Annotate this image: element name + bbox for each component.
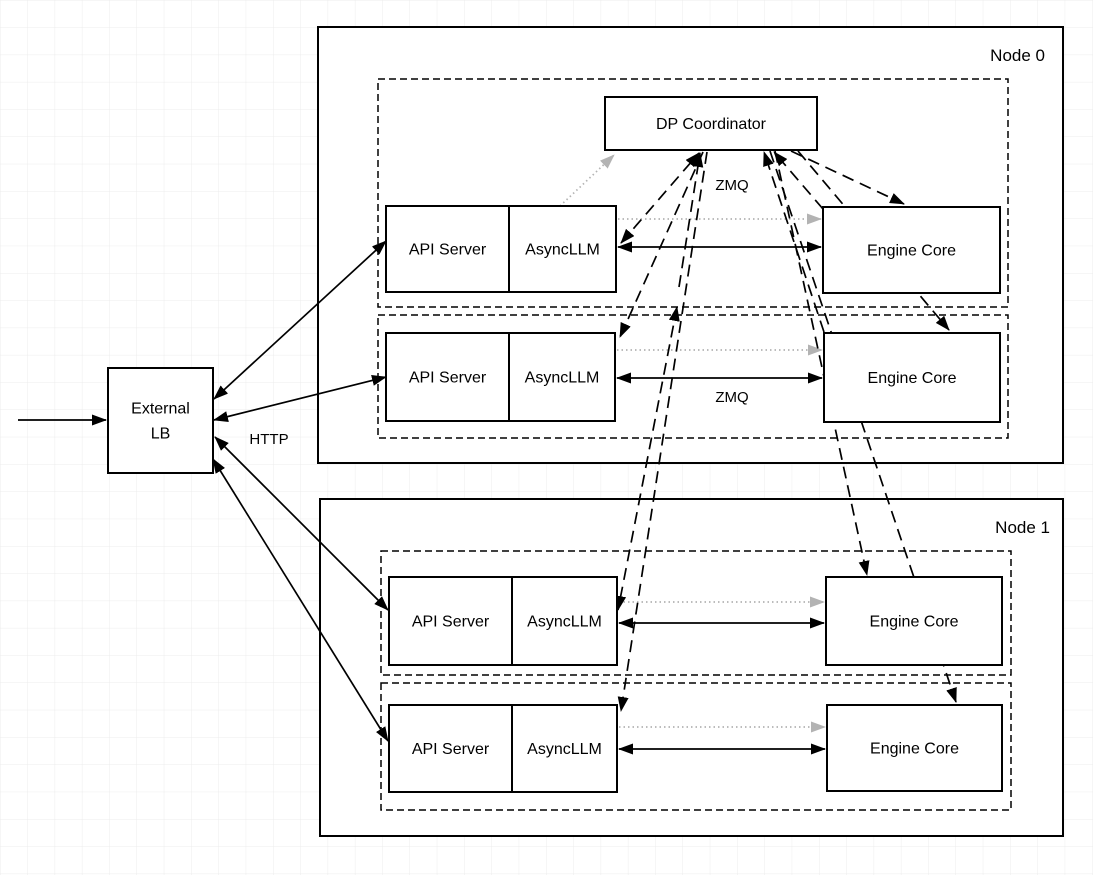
box-label-external-lb-line1: External xyxy=(131,401,190,418)
box-asyncllm-n1r1 xyxy=(511,576,618,666)
arrow-dashed-coordinator-engine-n1r1 xyxy=(774,150,870,576)
box-label-engine-core-n0r1: Engine Core xyxy=(867,243,956,260)
box-label-engine-core-n1r2: Engine Core xyxy=(870,741,959,758)
box-label-api-server-n1r1: API Server xyxy=(412,614,490,631)
edge-labels-layer: HTTP ZMQ ZMQ xyxy=(249,177,748,448)
box-label-external-lb-line2: LB xyxy=(151,426,171,443)
box-label-dp-coordinator: DP Coordinator xyxy=(656,116,767,133)
box-label-engine-core-n0r2: Engine Core xyxy=(868,370,957,387)
box-api-server-n0r2 xyxy=(385,332,510,422)
box-label-api-server-n0r2: API Server xyxy=(409,370,487,387)
box-label-engine-core-n1r1: Engine Core xyxy=(870,614,959,631)
arrow-lb-api-n0r1 xyxy=(213,240,387,400)
arrow-dashed-coordinator-asyncllm-n0r2 xyxy=(619,151,704,338)
arrow-dashed-coordinator-engine-n0r1 xyxy=(790,150,905,205)
box-engine-core-n1r1 xyxy=(825,576,1003,666)
arrow-dotted-asyncllm-n0r1-coordinator xyxy=(559,154,615,207)
label-http: HTTP xyxy=(249,431,288,448)
arrow-dashed-coordinator-asyncllm-n1r1 xyxy=(615,306,680,611)
arrow-dashed-coordinator-asyncllm-n0r1 xyxy=(620,152,700,244)
box-api-server-n1r2 xyxy=(388,704,513,793)
box-label-asyncllm-n0r1: AsyncLLM xyxy=(525,242,600,259)
box-asyncllm-n0r2 xyxy=(508,332,616,422)
label-zmq-n0r2: ZMQ xyxy=(715,389,748,406)
arrow-lb-api-n0r2 xyxy=(213,375,387,422)
box-asyncllm-n0r1 xyxy=(508,205,617,293)
arrow-dashed-engine-n0r1-coordinator xyxy=(773,151,824,210)
box-label-asyncllm-n0r2: AsyncLLM xyxy=(525,370,600,387)
box-label-api-server-n0r1: API Server xyxy=(409,242,487,259)
box-label-asyncllm-n1r2: AsyncLLM xyxy=(527,741,602,758)
box-external-lb xyxy=(107,367,214,474)
container-label-node-1: Node 1 xyxy=(995,518,1050,537)
box-engine-core-n1r2 xyxy=(826,704,1003,792)
box-dp-coordinator xyxy=(604,96,818,151)
container-label-node-0: Node 0 xyxy=(990,46,1045,65)
arrow-dashed-node1-to-coordinator-stub xyxy=(678,152,704,288)
label-zmq-coordinator: ZMQ xyxy=(715,177,748,194)
box-engine-core-n0r2 xyxy=(823,332,1001,423)
box-label-api-server-n1r2: API Server xyxy=(412,741,490,758)
box-asyncllm-n1r2 xyxy=(511,704,618,793)
arrow-dashed-engine-n0r2-coordinator xyxy=(763,151,825,333)
box-api-server-n1r1 xyxy=(388,576,513,666)
arrow-lb-api-n1r2 xyxy=(212,458,389,742)
box-engine-core-n0r1 xyxy=(822,206,1001,294)
box-label-asyncllm-n1r1: AsyncLLM xyxy=(527,614,602,631)
